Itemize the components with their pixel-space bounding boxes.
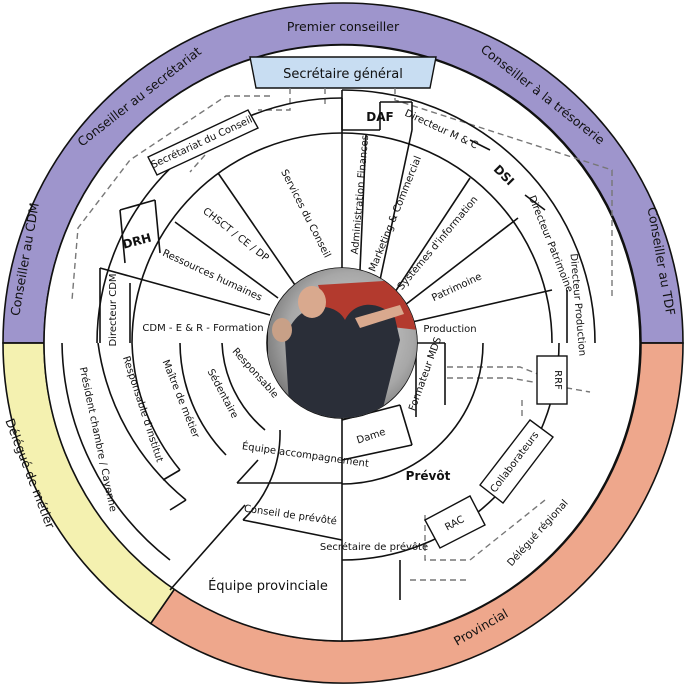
collaborateurs-box — [479, 419, 554, 504]
rrf-box — [536, 355, 568, 405]
premier-conseiller-label: Premier conseiller — [287, 19, 400, 34]
prevot-label: Prévôt — [406, 469, 451, 483]
daf-label: DAF — [366, 110, 393, 124]
secretaire-general-box: Secrétaire général — [249, 56, 437, 89]
production-label: Production — [423, 324, 476, 335]
dashed-connectors-lower — [410, 366, 591, 581]
secretaire-general-label: Secrétaire général — [283, 67, 403, 82]
upper-structure — [96, 89, 596, 344]
directeur-cdm-label: Directeur CDM — [108, 273, 119, 346]
cdm-formation-label: CDM - E & R - Formation — [142, 323, 263, 334]
rrf-label: RRF — [552, 370, 563, 390]
secretaire-prevote-label: Secrétaire de prévôté — [320, 541, 428, 553]
presenter-photo — [266, 267, 418, 419]
equipe-provinciale-label: Équipe provinciale — [208, 578, 328, 594]
rac-box — [424, 495, 486, 549]
